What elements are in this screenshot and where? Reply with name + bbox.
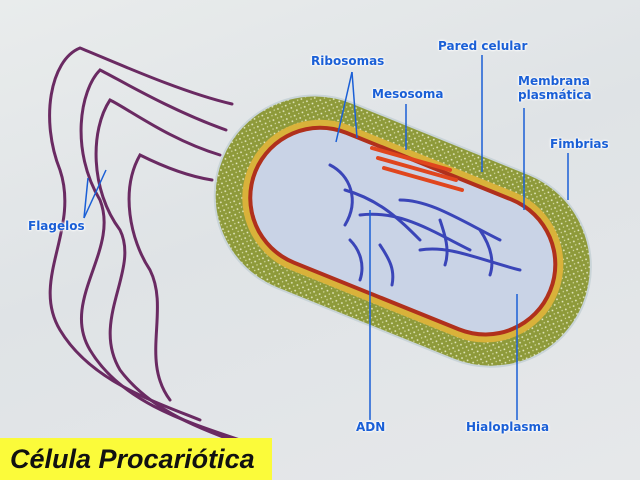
label-fimbrias: Fimbrias xyxy=(550,137,609,151)
label-flagelos: Flagelos xyxy=(28,219,85,233)
cell-body xyxy=(213,94,592,368)
label-plasmatica: plasmática xyxy=(518,88,592,102)
label-ribosomas: Ribosomas xyxy=(311,54,385,68)
label-hialoplasma: Hialoplasma xyxy=(466,420,550,434)
label-membrana: Membrana xyxy=(518,74,590,88)
diagram-title: Célula Procariótica xyxy=(10,444,255,474)
label-pared-celular: Pared celular xyxy=(438,39,528,53)
label-mesosoma: Mesosoma xyxy=(372,87,444,101)
flagella xyxy=(48,46,262,452)
dna-strands xyxy=(328,163,522,287)
pointer-lines xyxy=(83,55,569,420)
label-adn: ADN xyxy=(356,420,386,434)
title-banner xyxy=(0,438,272,480)
mesosome xyxy=(370,146,464,192)
